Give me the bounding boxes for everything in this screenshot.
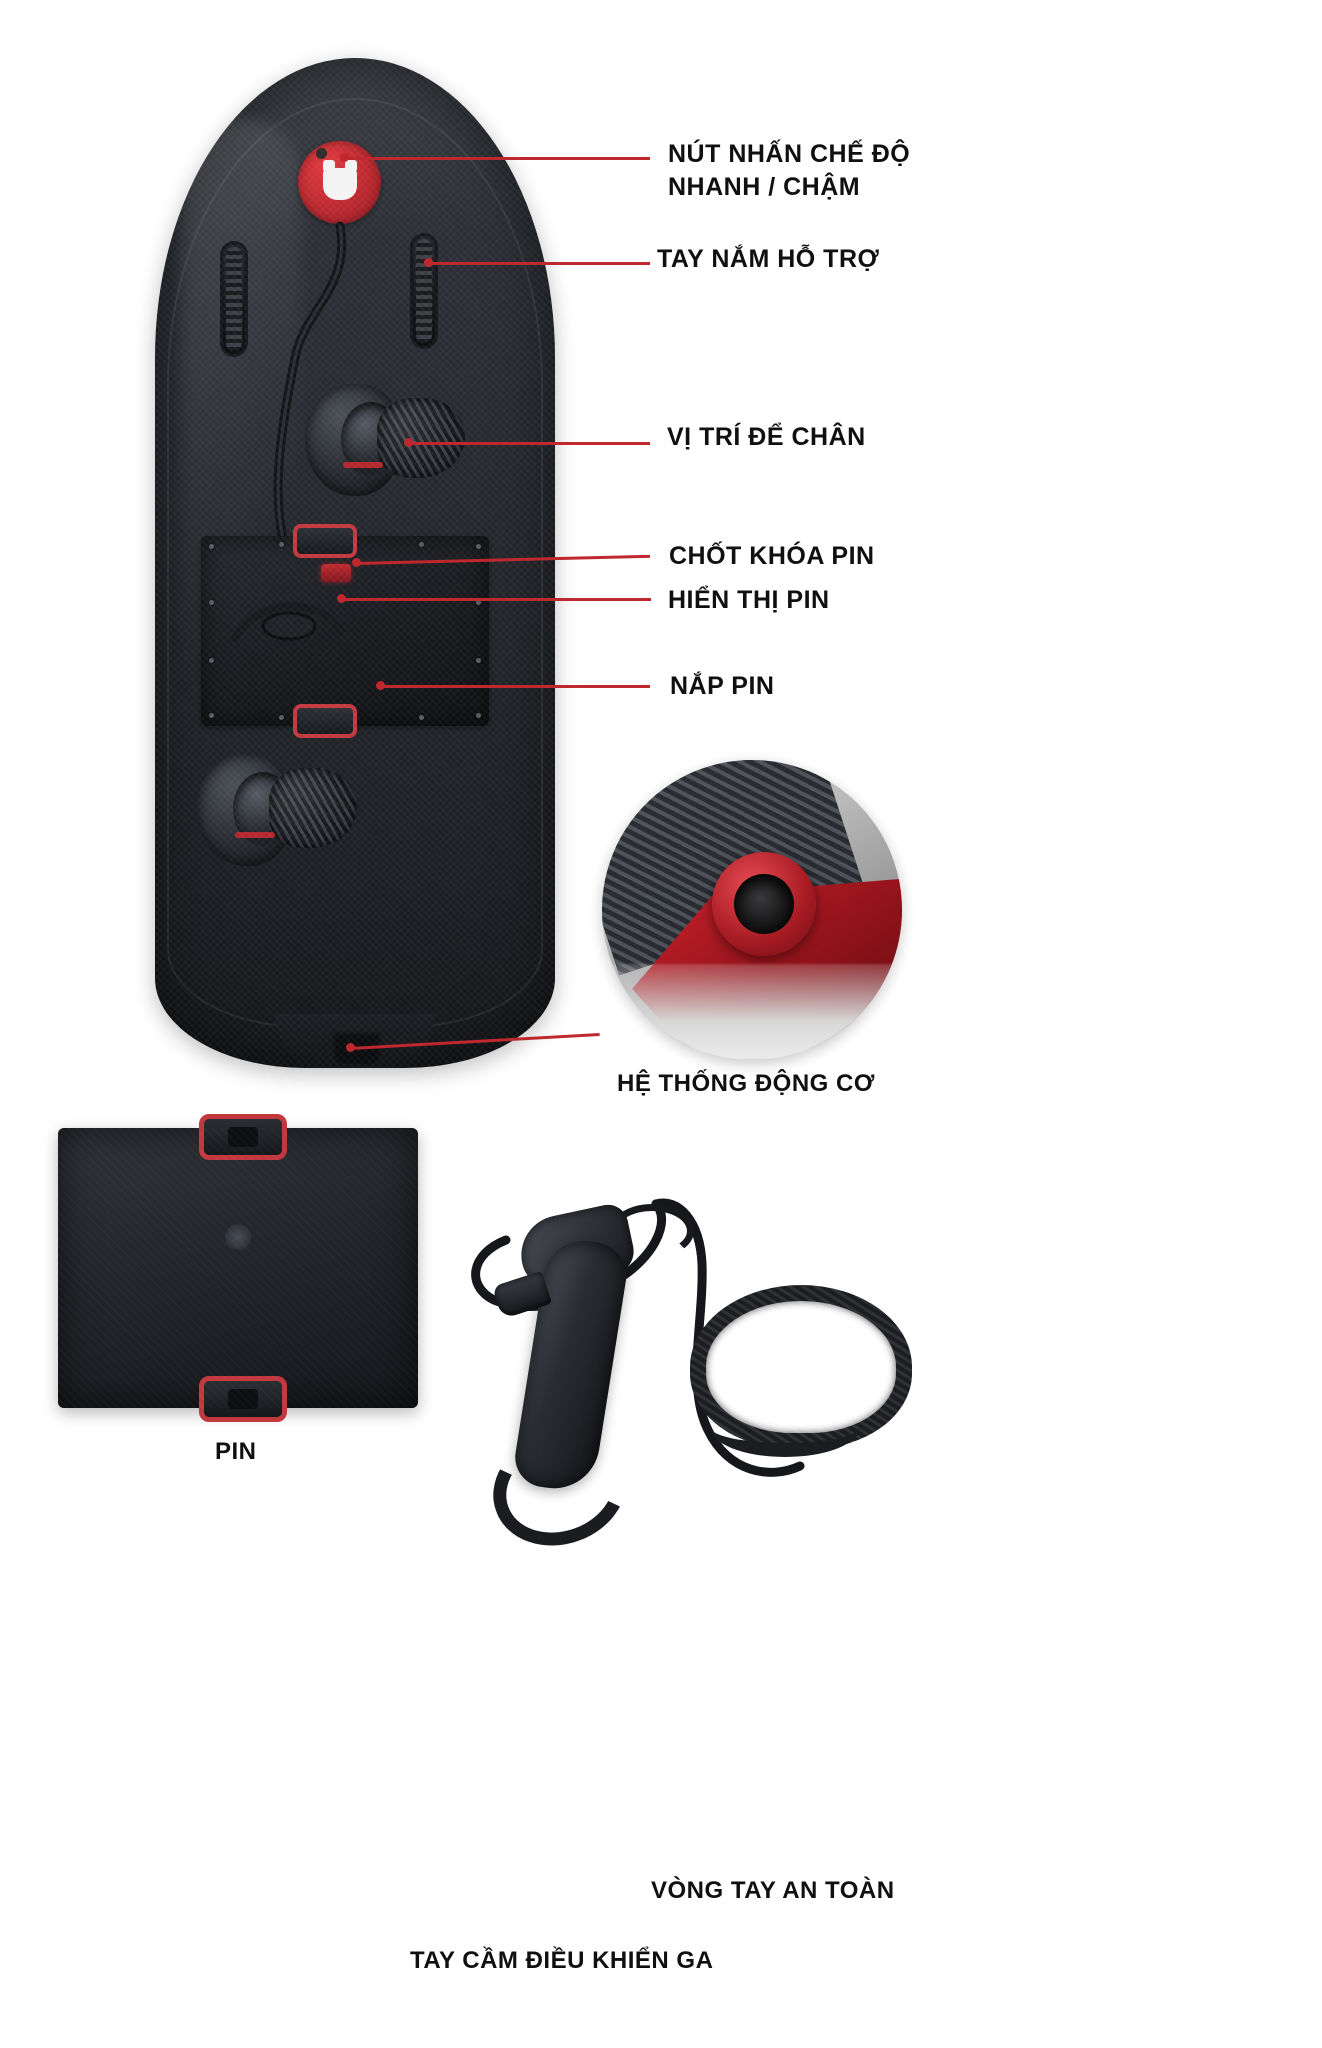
front-foot-pad xyxy=(305,378,465,508)
jet-nozzle-icon xyxy=(712,852,816,956)
water-surface xyxy=(602,964,902,1060)
callout-line-battery-display xyxy=(341,598,651,601)
callout-label-mode-button-line1: NÚT NHẤN CHẾ ĐỘ xyxy=(668,140,911,168)
battery-cover-panel xyxy=(201,524,489,738)
callout-label-assist-handle: TAY NẮM HỖ TRỢ xyxy=(657,245,880,273)
battery-pack-photo xyxy=(58,1114,418,1422)
grab-handle-icon xyxy=(413,236,435,346)
caption-safety-wrist-strap: VÒNG TAY AN TOÀN xyxy=(651,1877,895,1904)
grab-handle-icon xyxy=(223,244,245,354)
caption-throttle-handle: TAY CẦM ĐIỀU KHIỂN GA xyxy=(410,1947,714,1974)
foot-pad-mesh xyxy=(377,398,465,478)
foot-pad-mesh xyxy=(269,768,357,848)
callout-label-foot-position: VỊ TRÍ ĐỂ CHÂN xyxy=(667,423,866,451)
callout-dot-motor-system xyxy=(346,1043,355,1052)
safety-wrist-strap-photo xyxy=(690,1285,912,1457)
callout-line-mode-button xyxy=(344,157,650,160)
callout-dot-battery-latch xyxy=(352,558,361,567)
callout-line-foot-position xyxy=(408,442,650,445)
handle-grip xyxy=(416,239,432,343)
handle-cutout xyxy=(228,1389,258,1409)
callout-line-battery-cover xyxy=(380,685,650,688)
battery-pack-handle-top xyxy=(199,1114,287,1160)
power-button-glyph xyxy=(322,160,357,201)
callout-label-battery-cover: NẮP PIN xyxy=(670,672,775,700)
callout-label-mode-button: NÚT NHẤN CHẾ ĐỘ NHANH / CHẬM xyxy=(668,138,910,203)
callout-label-battery-display: HIỂN THỊ PIN xyxy=(668,586,830,614)
throttle-hook xyxy=(476,1412,644,1564)
power-button-knob xyxy=(316,148,327,159)
battery-indicator-icon xyxy=(321,564,351,582)
callout-line-assist-handle xyxy=(428,262,650,265)
callout-label-mode-button-line2: NHANH / CHẬM xyxy=(668,172,861,201)
power-button-icon[interactable] xyxy=(298,141,381,224)
handle-grip xyxy=(226,247,242,351)
foot-pad-accent xyxy=(235,832,275,838)
motor-system-photo xyxy=(602,760,902,1060)
battery-pack-logo xyxy=(225,1224,251,1250)
battery-latch-bottom[interactable] xyxy=(293,704,357,738)
callout-label-battery-latch: CHỐT KHÓA PIN xyxy=(669,542,875,570)
rear-foot-pad xyxy=(197,748,357,878)
caption-battery: PIN xyxy=(215,1438,257,1465)
wrist-strap-tail xyxy=(710,1397,860,1457)
handle-cutout xyxy=(228,1127,258,1147)
leash-clip xyxy=(231,602,345,642)
caption-motor-system: HỆ THỐNG ĐỘNG CƠ xyxy=(617,1070,875,1097)
battery-pack-handle-bottom xyxy=(199,1376,287,1422)
jet-outlet xyxy=(333,1030,381,1064)
battery-latch-top[interactable] xyxy=(293,524,357,558)
throttle-handle-photo xyxy=(470,1200,770,1564)
foot-pad-accent xyxy=(343,462,383,468)
